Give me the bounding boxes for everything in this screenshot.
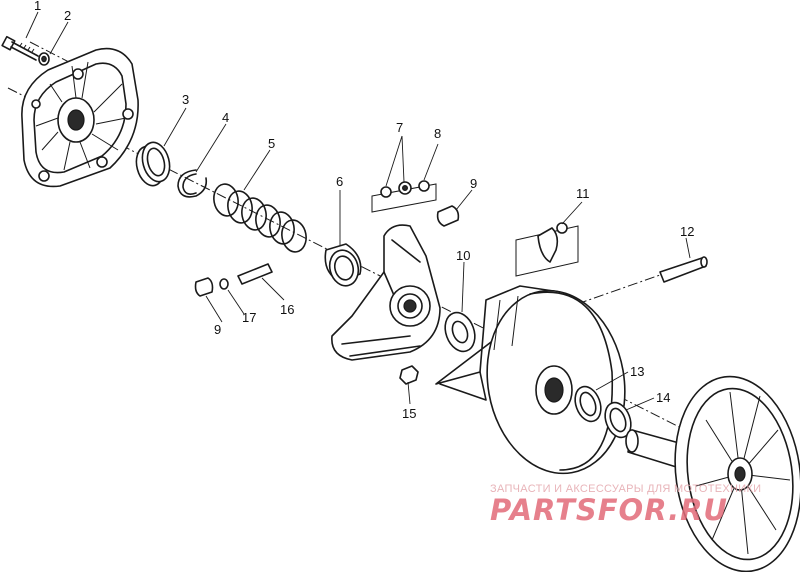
moveable-sheave	[435, 285, 626, 475]
callout-8: 8	[434, 126, 441, 141]
part-10-washer	[444, 311, 476, 353]
callout-17: 17	[242, 310, 256, 325]
callout-9-lower: 9	[214, 322, 221, 337]
part-3-bushing	[135, 141, 171, 187]
part-16-pin	[237, 263, 273, 285]
callout-1: 1	[34, 0, 41, 13]
callout-9-upper: 9	[470, 176, 477, 191]
part-6-spring-cup	[324, 243, 362, 287]
bolt-axis	[29, 41, 101, 79]
callout-14: 14	[656, 390, 670, 405]
callout-10: 10	[456, 248, 470, 263]
leader-lines	[25, 11, 691, 411]
callout-4: 4	[222, 110, 229, 125]
part-15-nut	[399, 365, 419, 385]
callout-13: 13	[630, 364, 644, 379]
part-12-pin	[659, 256, 708, 283]
part-4-snap-ring	[177, 169, 208, 198]
part-14-ring	[604, 401, 632, 439]
callout-6: 6	[336, 174, 343, 189]
callout-3: 3	[182, 92, 189, 107]
cover-plate	[21, 47, 139, 188]
fixed-sheave	[625, 375, 800, 572]
part-2-washer	[38, 52, 50, 66]
part-5-spring	[213, 183, 307, 253]
callout-2: 2	[64, 8, 71, 23]
watermark: ЗАПЧАСТИ И АКСЕССУАРЫ ДЛЯ МОТОТЕХНИКИ PA…	[490, 483, 761, 527]
callout-5: 5	[268, 136, 275, 151]
callout-15: 15	[402, 406, 416, 421]
watermark-tagline: ЗАПЧАСТИ И АКСЕССУАРЫ ДЛЯ МОТОТЕХНИКИ	[490, 483, 761, 495]
part-1-bolt	[1, 35, 39, 61]
part-7-8-rollers	[371, 180, 437, 213]
part-13-ring	[574, 385, 602, 423]
callout-16: 16	[280, 302, 294, 317]
spider-arm	[331, 224, 441, 361]
callout-12: 12	[680, 224, 694, 239]
callout-7: 7	[396, 120, 403, 135]
watermark-logo: PARTSFOR.RU	[490, 493, 728, 527]
part-17-ring	[219, 278, 229, 290]
callout-labels: 1 2 3 4 5 6 7 8 9 10 11 12 13 14 15 16 1…	[34, 0, 694, 421]
part-9-cap-lower	[194, 277, 214, 297]
callout-11: 11	[576, 186, 590, 201]
part-9-cap-upper	[436, 205, 460, 227]
part-11-bracket	[515, 222, 579, 277]
